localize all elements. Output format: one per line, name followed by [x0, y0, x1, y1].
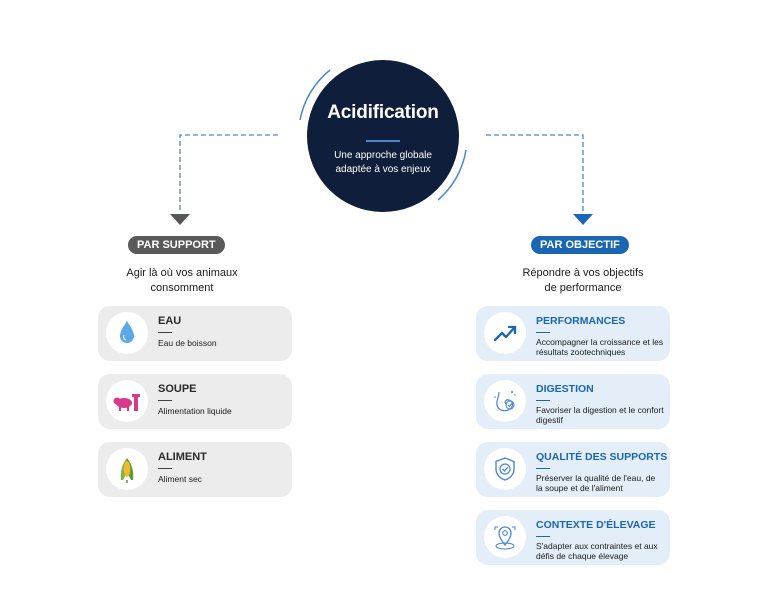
card-performances-description: Accompagner la croissance et les résulta… [536, 337, 664, 357]
center-subtitle-line1: Une approche globale [334, 150, 432, 161]
right-arrowhead [573, 214, 593, 225]
card-soupe: SOUPE Alimentation liquide [98, 374, 292, 429]
card-eau-divider [158, 332, 172, 333]
center-divider [366, 140, 400, 142]
trend-up-icon [484, 312, 526, 354]
card-soupe-description: Alimentation liquide [158, 406, 232, 416]
decorative-arc-bottom-right [437, 149, 467, 201]
card-eau: EAU Eau de boisson [98, 306, 292, 361]
card-eau-description: Eau de boisson [158, 338, 217, 348]
card-digestion-description: Favoriser la digestion et le confort dig… [536, 405, 664, 425]
card-soupe-title: SOUPE [158, 383, 197, 395]
left-subtitle: Agir là où vos animaux consomment [110, 266, 254, 296]
card-qualite-supports: QUALITÉ DES SUPPORTS Préserver la qualit… [476, 442, 670, 497]
card-contexte-elevage: CONTEXTE D'ÉLEVAGE S'adapter aux contrai… [476, 510, 670, 565]
shield-check-icon [484, 448, 526, 490]
card-contexte-elevage-divider [536, 536, 550, 537]
right-subtitle: Répondre à vos objectifs de performance [506, 266, 660, 296]
par-support-badge: PAR SUPPORT [128, 236, 225, 254]
card-qualite-supports-title: QUALITÉ DES SUPPORTS [536, 451, 668, 463]
card-qualite-supports-divider [536, 468, 550, 469]
card-aliment-divider [158, 468, 172, 469]
card-contexte-elevage-title: CONTEXTE D'ÉLEVAGE [536, 519, 656, 531]
right-subtitle-line2: de performance [544, 282, 622, 294]
location-target-icon [484, 516, 526, 558]
card-digestion-divider [536, 400, 550, 401]
right-subtitle-line1: Répondre à vos objectifs [522, 267, 644, 279]
pig-feeder-icon [106, 380, 148, 422]
card-aliment-description: Aliment sec [158, 474, 202, 484]
card-aliment: ALIMENT Aliment sec [98, 442, 292, 497]
left-arrowhead [170, 214, 190, 225]
center-subtitle-line2: adaptée à vos enjeux [335, 164, 431, 175]
card-digestion-title: DIGESTION [536, 383, 594, 395]
center-subtitle: Une approche globale adaptée à vos enjeu… [321, 149, 445, 177]
card-eau-title: EAU [158, 315, 182, 327]
center-title: Acidification [327, 102, 439, 123]
card-digestion: DIGESTION Favoriser la digestion et le c… [476, 374, 670, 429]
left-subtitle-line2: consomment [150, 282, 214, 294]
digestion-icon [484, 380, 526, 422]
card-performances: PERFORMANCES Accompagner la croissance e… [476, 306, 670, 361]
left-subtitle-line1: Agir là où vos animaux [126, 267, 238, 279]
decorative-arc-top-left [299, 69, 331, 121]
card-soupe-divider [158, 400, 172, 401]
card-aliment-title: ALIMENT [158, 451, 207, 463]
card-performances-divider [536, 332, 550, 333]
card-qualite-supports-description: Préserver la qualité de l'eau, de la sou… [536, 473, 656, 493]
water-drop-icon [106, 312, 148, 354]
corn-icon [106, 448, 148, 490]
right-dashed-connector [486, 134, 584, 212]
card-performances-title: PERFORMANCES [536, 315, 626, 327]
center-circle: Acidification Une approche globale adapt… [307, 60, 459, 212]
card-contexte-elevage-description: S'adapter aux contraintes et aux défis d… [536, 541, 658, 561]
left-dashed-connector [179, 134, 278, 212]
par-objectif-badge: PAR OBJECTIF [531, 236, 629, 254]
